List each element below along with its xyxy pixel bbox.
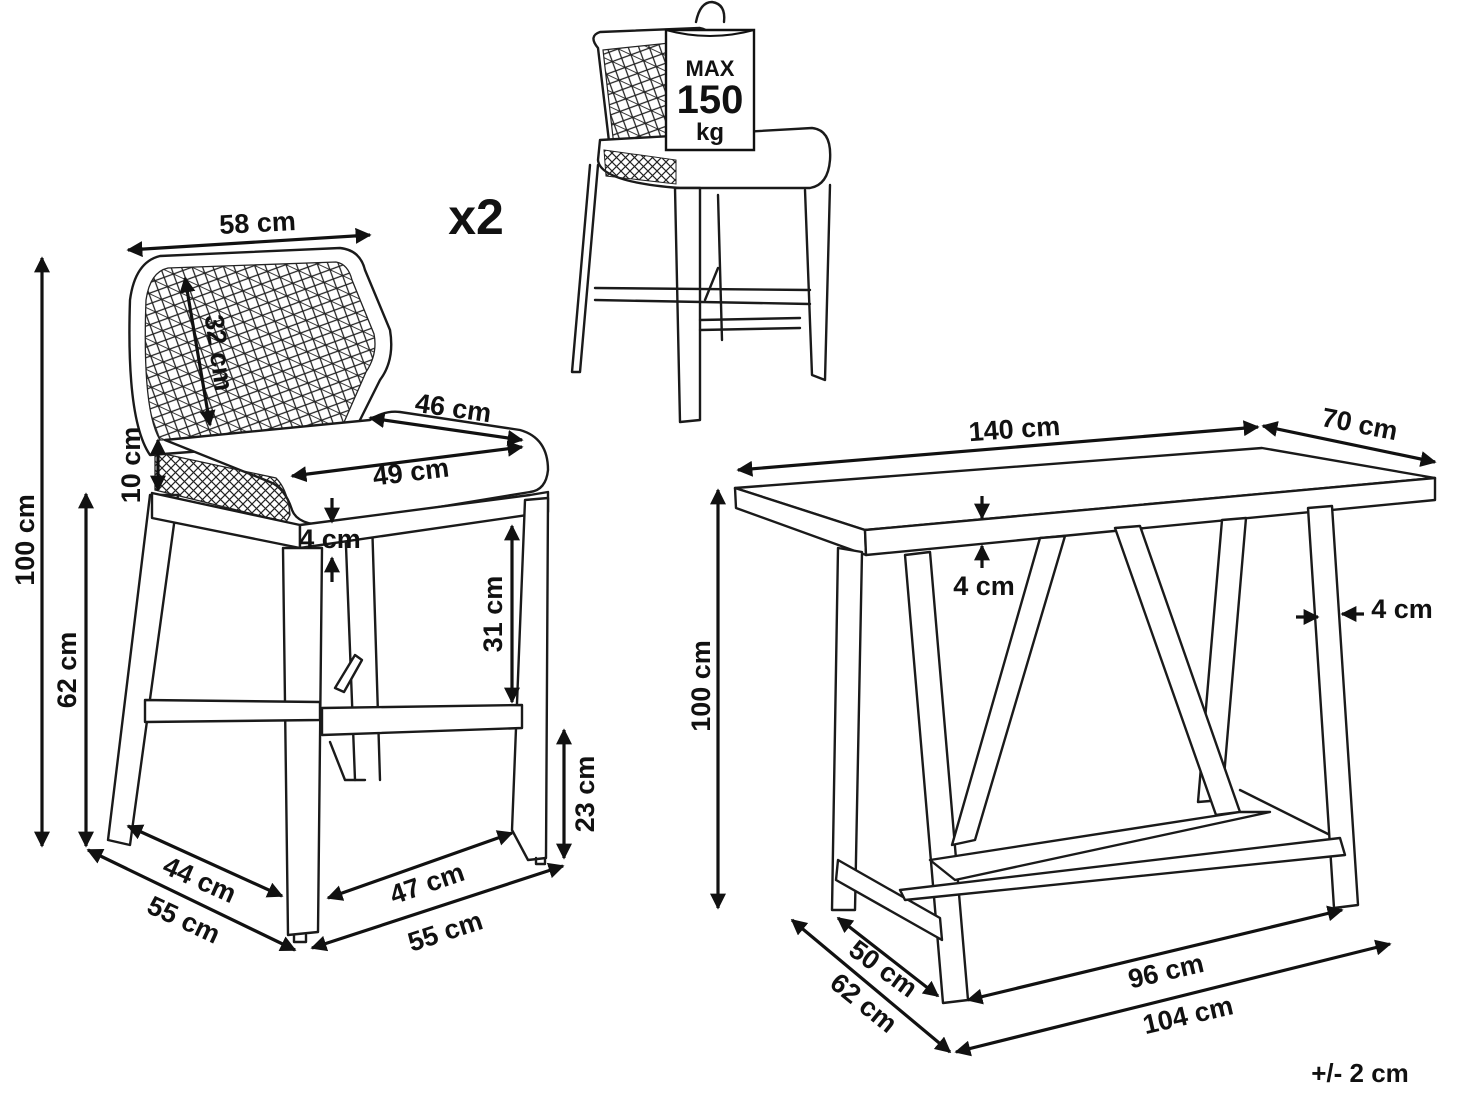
chair-width-label: 58 cm [219, 206, 297, 240]
quantity-label: x2 [448, 189, 504, 245]
inner-width-label: 96 cm [1125, 948, 1206, 994]
table-length-label: 140 cm [968, 411, 1061, 447]
max-label: MAX [686, 56, 735, 81]
table-height-label: 100 cm [686, 640, 716, 732]
chair-dimensions: 58 cm 100 cm 32 cm 46 cm 49 cm 10 cm 4 c… [10, 206, 600, 958]
max-unit: kg [696, 119, 724, 146]
armrest-height-label: 10 cm [116, 427, 146, 504]
seat-thickness-label: 4 cm [299, 524, 361, 554]
table-illustration [733, 446, 1437, 1005]
tolerance-note: +/- 2 cm [1311, 1058, 1409, 1088]
top-thickness-label: 4 cm [953, 571, 1015, 601]
small-chair-illustration: MAX 150 kg [570, 0, 832, 424]
seat-height-label: 62 cm [52, 632, 82, 709]
outer-width-label: 104 cm [1140, 990, 1236, 1040]
chair-height-label: 100 cm [10, 494, 40, 586]
max-value: 150 [677, 78, 744, 122]
seat-to-footrest-label: 31 cm [478, 576, 508, 653]
footrest-height-label: 23 cm [570, 756, 600, 833]
leg-thickness-label: 4 cm [1371, 594, 1433, 624]
